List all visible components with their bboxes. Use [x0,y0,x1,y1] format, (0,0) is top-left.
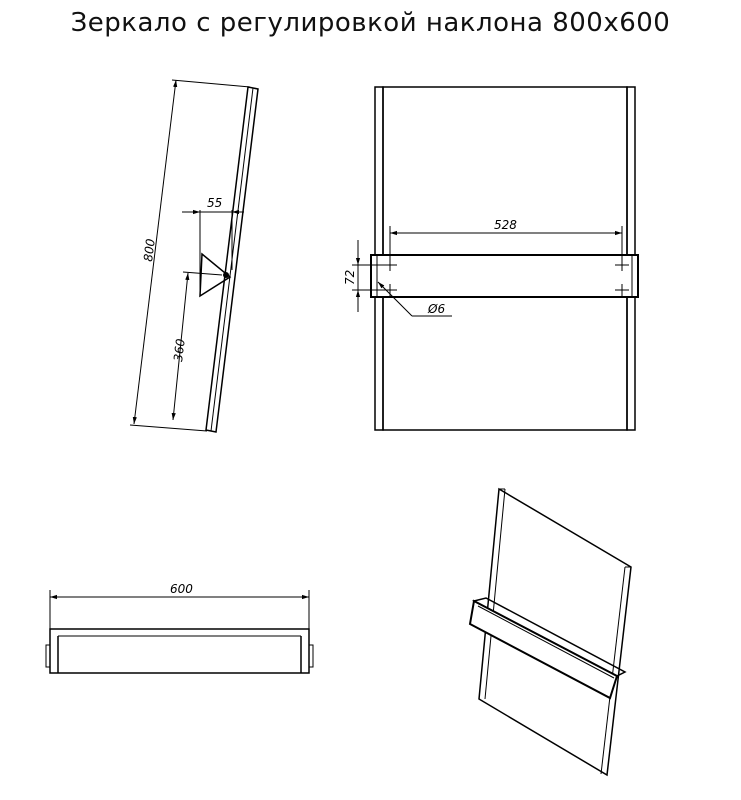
top-left-tab [45,644,51,668]
side-mirror-panel [205,86,259,433]
side-view: 800 55 360 [129,79,259,433]
top-right-tab [308,644,314,668]
side-bracket-height-label: 360 [171,338,188,363]
iso-bracket-top [471,597,627,677]
front-bracket [370,254,639,298]
iso-bracket [468,599,619,700]
side-pivot-point [223,272,229,278]
front-bracket-height-label: 72 [343,270,357,285]
front-hole-spacing-label: 528 [494,218,517,232]
front-hole-diameter-label: Ø6 [427,302,445,316]
side-depth-label: 55 [207,196,222,210]
front-holes [383,259,629,296]
side-height-dim-line [132,79,178,425]
isometric-view [468,487,632,777]
drawing-title: Зеркало с регулировкой наклона 800х600 [70,8,671,38]
side-bracket-dim-line [171,272,190,421]
top-width-label: 600 [170,582,193,596]
top-view: 600 [45,582,314,674]
front-view: 528 72 Ø6 [343,86,639,431]
side-bracket [199,252,232,298]
side-height-label: 800 [141,238,158,263]
